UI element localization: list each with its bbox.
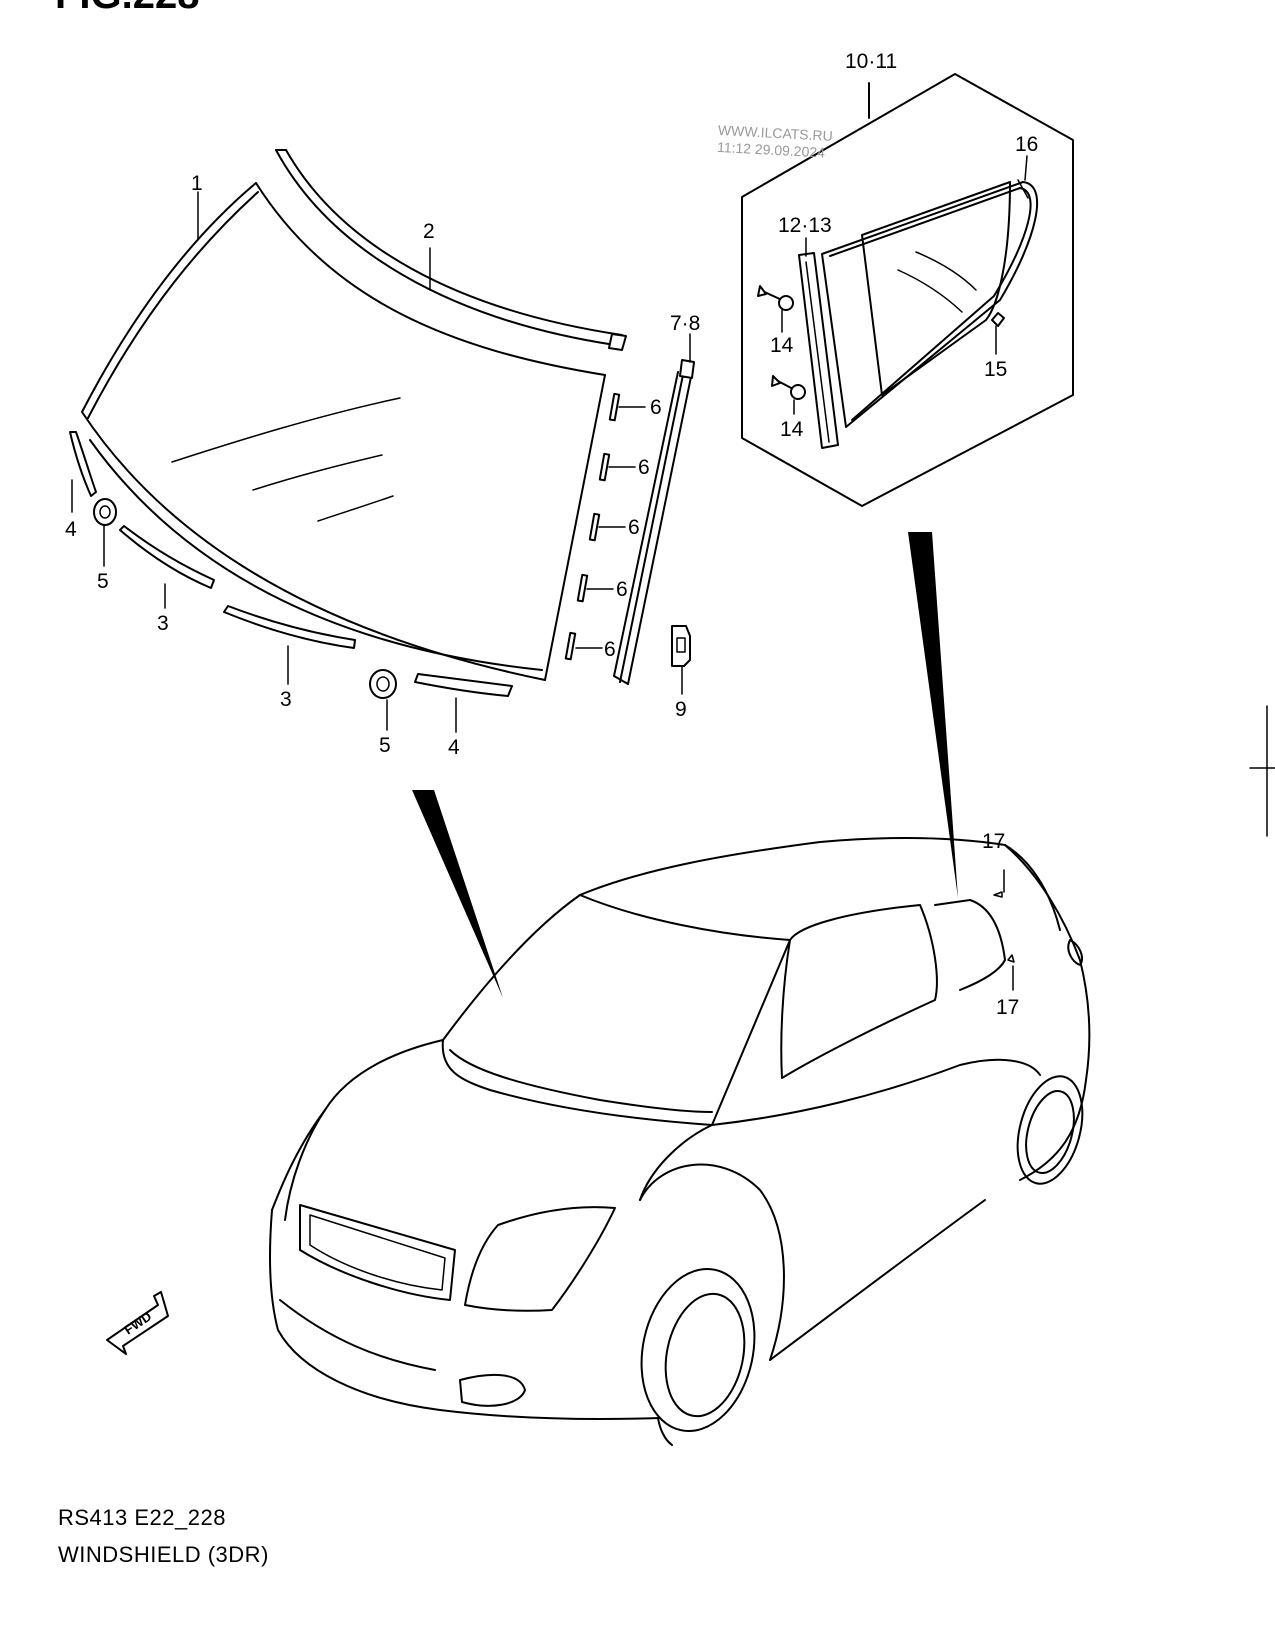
upper-molding <box>275 149 627 351</box>
callout-10-11: 10·11 <box>845 50 897 73</box>
quarter-molding <box>798 252 839 449</box>
model-reference: RS413 E22_228 <box>58 1505 226 1530</box>
pointer-wedge-windshield <box>412 790 503 998</box>
callout-3-right: 3 <box>280 688 292 711</box>
callout-12-13: 12·13 <box>778 214 832 237</box>
callout-6-d: 6 <box>616 578 628 601</box>
callout-6-c: 6 <box>628 516 640 539</box>
callout-3-left: 3 <box>157 612 169 635</box>
callout-14-upper: 14 <box>770 334 794 357</box>
watermark-site: WWW.ILCATS.RU <box>718 122 834 144</box>
callout-1: 1 <box>191 172 203 195</box>
callout-9: 9 <box>675 698 687 721</box>
lower-molding-left-end <box>69 431 97 497</box>
callout-6-b: 6 <box>638 456 650 479</box>
watermark-timestamp: 11:12 29.09.2024 <box>717 139 826 161</box>
callout-14-lower: 14 <box>780 418 804 441</box>
callout-5-right: 5 <box>379 734 391 757</box>
bolt-lower <box>771 375 806 400</box>
callout-15: 15 <box>984 358 1007 381</box>
clip-left <box>93 498 117 526</box>
callout-16: 16 <box>1015 133 1038 156</box>
diagram-title: WINDSHIELD (3DR) <box>58 1542 269 1567</box>
callout-7-8: 7·8 <box>670 312 700 335</box>
windshield-glass <box>81 182 606 681</box>
pointer-wedge-quarter <box>908 532 958 898</box>
callout-4-right: 4 <box>448 736 460 759</box>
lower-molding-right-end <box>414 673 513 697</box>
callout-17-upper: 17 <box>982 830 1005 853</box>
lower-molding-center-right <box>223 605 356 649</box>
bolt-upper <box>757 285 794 311</box>
callout-4-left: 4 <box>65 518 77 541</box>
callout-2: 2 <box>423 220 435 243</box>
spacers <box>564 392 646 661</box>
callouts: 1 2 3 3 4 4 5 5 6 6 6 6 6 7·8 9 10·11 12… <box>65 50 1038 1019</box>
quarter-window-glass <box>821 179 1039 428</box>
car-outline <box>269 837 1091 1446</box>
clip-right <box>369 669 397 699</box>
side-molding-clip <box>671 625 691 667</box>
fwd-arrow: FWD <box>106 1291 169 1355</box>
callout-17-lower: 17 <box>996 996 1019 1019</box>
callout-6-e: 6 <box>604 638 616 661</box>
callout-5-left: 5 <box>97 570 109 593</box>
lower-molding-center-left <box>119 525 215 589</box>
weatherstrip-part <box>991 312 1005 327</box>
watermark: WWW.ILCATS.RU 11:12 29.09.2024 <box>717 122 833 161</box>
callout-6-a: 6 <box>650 396 662 419</box>
page-edge-mark <box>1249 705 1275 837</box>
figure-heading: FIG.228 <box>55 0 200 17</box>
quarter-window-inset <box>741 73 1074 507</box>
